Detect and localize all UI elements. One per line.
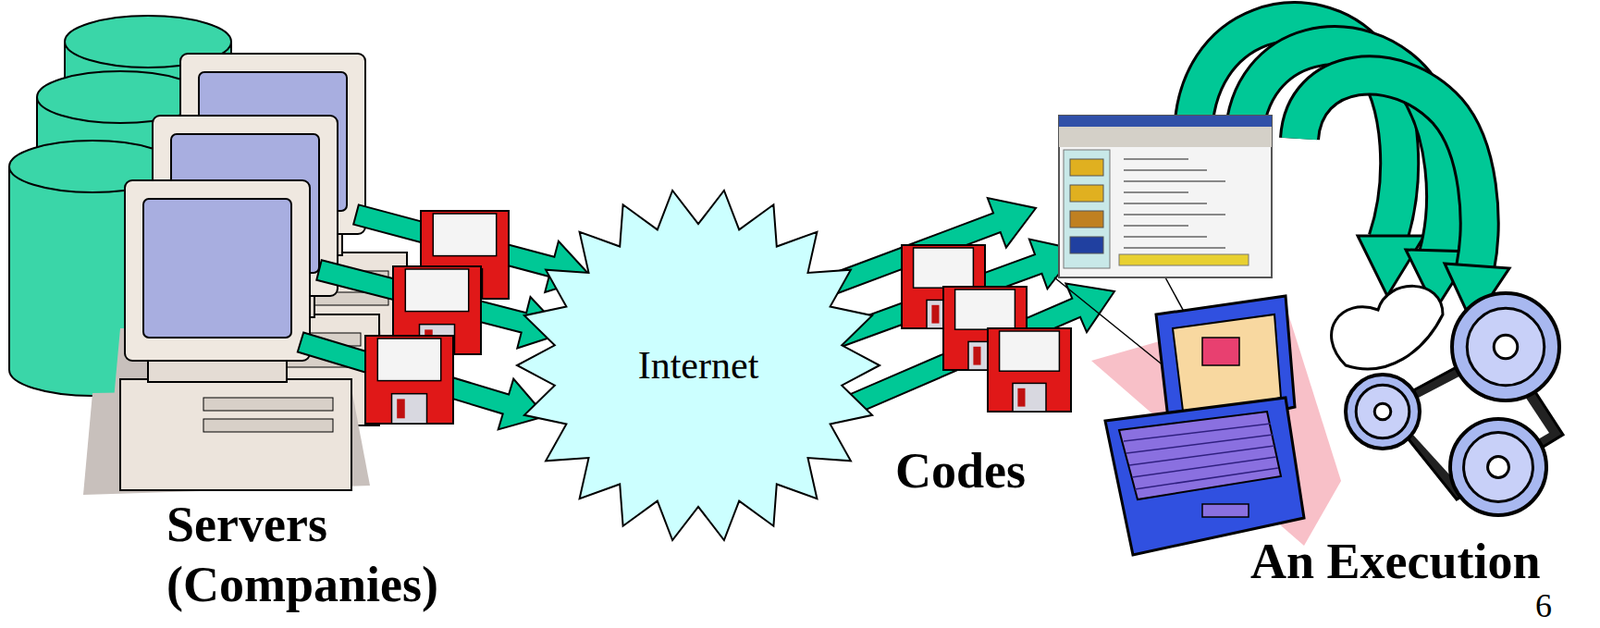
- browser-window: [1058, 115, 1272, 278]
- gear-rim: [1466, 307, 1545, 386]
- page-banner: [1119, 254, 1249, 266]
- gear-hub: [1488, 456, 1510, 479]
- floppy-label: [405, 269, 468, 312]
- page-number: 6: [1535, 588, 1552, 626]
- key-row: [1132, 456, 1277, 478]
- computer-case: [120, 379, 352, 491]
- page-text-line: [1123, 158, 1189, 160]
- monitor-screen: [143, 198, 292, 338]
- floppy-label: [377, 338, 441, 382]
- laptop-keyboard: [1119, 411, 1281, 500]
- gear-wheel: [1450, 418, 1547, 516]
- key-row: [1134, 467, 1279, 490]
- browser-titlebar: [1058, 115, 1272, 127]
- sidebar-button: [1070, 184, 1104, 202]
- page-text-line: [1123, 246, 1226, 249]
- gear-wheel: [1452, 293, 1560, 401]
- page-text-line: [1123, 213, 1226, 216]
- flow-arrow: [297, 332, 546, 431]
- floppy-slot: [396, 398, 406, 419]
- key-row: [1126, 434, 1273, 454]
- internet-starburst: Internet: [513, 184, 884, 546]
- floppy-slot: [1017, 388, 1025, 407]
- key-row: [1123, 423, 1271, 442]
- starburst-outline: [516, 190, 880, 541]
- flow-arrow: [842, 283, 1115, 418]
- page-text-line: [1123, 180, 1226, 183]
- codes-label: Codes: [895, 443, 1026, 499]
- company-label: (Companies): [166, 557, 439, 613]
- page-text-line: [1123, 235, 1207, 238]
- server-label: Servers: [166, 497, 328, 553]
- laptop-base: [1105, 397, 1305, 555]
- gear-rim: [1464, 432, 1534, 503]
- gear-hub: [1374, 403, 1391, 420]
- floppy-disk: [365, 335, 454, 424]
- execution-label: An Execution: [1250, 534, 1541, 590]
- floppy-label: [913, 247, 974, 288]
- drive-bay: [203, 418, 333, 432]
- page-text-line: [1123, 169, 1207, 172]
- gear-wheel: [1345, 374, 1420, 449]
- page-text-line: [1123, 224, 1189, 227]
- floppy-disk: [987, 328, 1071, 412]
- page-text-line: [1123, 191, 1189, 194]
- gear-hub: [1493, 334, 1518, 359]
- sidebar-button: [1070, 159, 1104, 176]
- drive-bay: [203, 397, 333, 411]
- gear-rim: [1355, 384, 1410, 439]
- loop-arrow: [1299, 74, 1480, 269]
- touchpad: [1202, 504, 1249, 517]
- key-row: [1129, 445, 1275, 466]
- steam-cloud: [1331, 285, 1443, 370]
- sidebar-button: [1070, 236, 1104, 254]
- loop-arrow: [1299, 74, 1480, 269]
- floppy-shutter: [1012, 382, 1047, 412]
- floppy-shutter: [392, 393, 428, 424]
- floppy-label: [999, 331, 1060, 371]
- floppy-label: [432, 213, 496, 257]
- floppy-slot: [931, 305, 939, 324]
- node-label: Internet: [638, 344, 760, 387]
- browser-toolbar: [1058, 126, 1272, 148]
- floppy-slot: [972, 346, 981, 366]
- screen-icon: [1202, 337, 1240, 366]
- browser-sidebar: [1063, 149, 1110, 269]
- monitor: [124, 180, 310, 361]
- floppy-label: [955, 289, 1016, 330]
- sidebar-button: [1070, 210, 1104, 228]
- page-text-line: [1123, 202, 1207, 205]
